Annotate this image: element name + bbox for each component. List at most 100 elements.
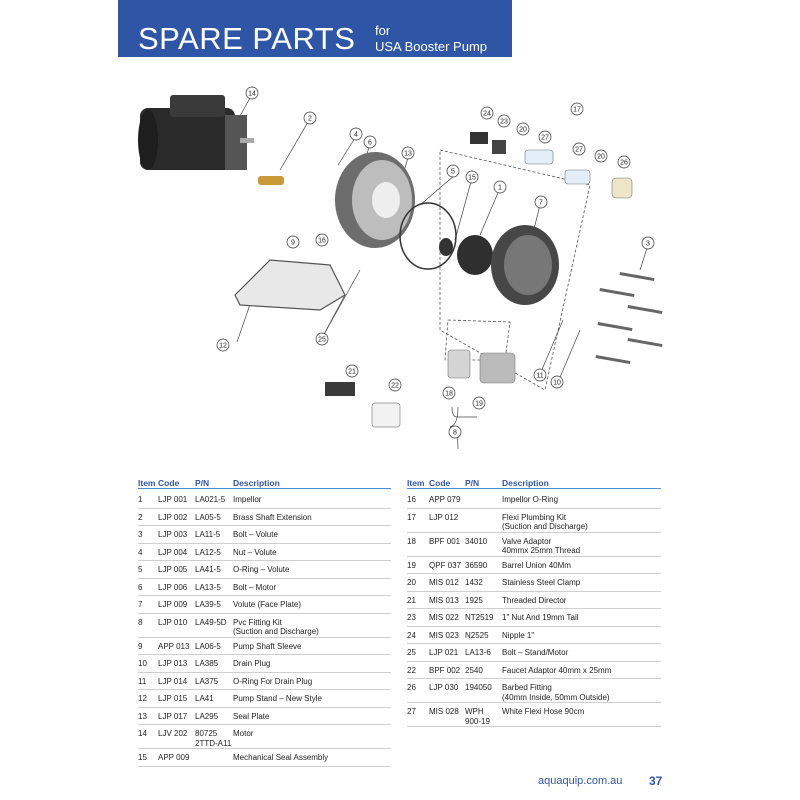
table-header: Item Code P/N Description — [407, 474, 661, 488]
description-cell: Brass Shaft Extension — [233, 512, 312, 522]
exploded-parts-diagram: 14 2 4 6 13 24 23 20 17 27 27 20 26 5 15… — [138, 86, 663, 450]
code-cell: LJP 002 — [158, 512, 188, 522]
page-title: SPARE PARTS — [138, 21, 356, 56]
description-cell: Pump Stand – New Style — [233, 694, 322, 703]
description-cell: Barrel Union 40Mm — [502, 560, 571, 570]
description-cell: Nipple 1" — [502, 630, 535, 640]
code-cell: LJP 009 — [158, 600, 188, 609]
threaded-director-icon — [325, 382, 355, 396]
svg-text:18: 18 — [445, 391, 453, 398]
item-cell: 6 — [138, 582, 143, 592]
pn-cell: LA385 — [195, 659, 219, 668]
code-cell: MIS 023 — [429, 630, 459, 640]
item-cell: 23 — [407, 613, 416, 622]
code-cell: LJP 015 — [158, 694, 188, 703]
page-number: 37 — [649, 774, 663, 788]
pn-cell: LA375 — [195, 676, 219, 686]
code-cell: APP 013 — [158, 641, 190, 651]
item-cell: 8 — [138, 617, 143, 627]
item-cell: 13 — [138, 711, 147, 721]
description-cell: Impellor — [233, 495, 262, 504]
bolts-icon — [595, 271, 663, 365]
code-cell: LJV 202 — [158, 729, 188, 738]
svg-text:1: 1 — [498, 185, 502, 192]
brass-shaft-icon — [258, 176, 284, 185]
code-cell: LJP 003 — [158, 530, 188, 539]
code-cell: LJP 001 — [158, 495, 188, 504]
description-cell: Bolt – Volute — [233, 530, 278, 539]
table-header: Item Code P/N Description — [138, 474, 391, 488]
code-cell: LJP 014 — [158, 676, 188, 686]
item-cell: 24 — [407, 630, 416, 640]
svg-text:3: 3 — [646, 241, 650, 248]
header-pn: P/N — [465, 478, 480, 488]
item-cell: 3 — [138, 530, 143, 539]
item-cell: 1 — [138, 495, 143, 504]
svg-text:2: 2 — [308, 116, 312, 123]
item-cell: 10 — [138, 659, 147, 668]
flexi-kit-icon — [470, 132, 633, 199]
pn-cell: 194050 — [465, 683, 492, 692]
item-cell: 16 — [407, 495, 416, 504]
header-pn: P/N — [195, 478, 210, 488]
svg-text:7: 7 — [539, 200, 543, 207]
description-cell: O-Ring – Volute — [233, 565, 290, 574]
table-row: 24 MIS 023 N2525 Nipple 1" — [407, 627, 661, 644]
svg-text:14: 14 — [248, 91, 256, 98]
item-cell: 21 — [407, 595, 416, 605]
description-cell: Motor — [233, 729, 254, 738]
footer-url: aquaquip.com.au — [538, 775, 623, 787]
pn-cell: 34010 — [465, 536, 488, 546]
item-cell: 12 — [138, 694, 147, 703]
description-cell: Nut – Volute — [233, 547, 277, 557]
description-cell: Bolt – Stand/Motor — [502, 648, 569, 657]
item-cell: 20 — [407, 578, 416, 587]
pn-cell: LA11-5 — [195, 530, 221, 539]
svg-text:17: 17 — [573, 107, 581, 114]
pn-cell: 80725 2TTD-A11 — [195, 729, 232, 748]
code-cell: APP 009 — [158, 753, 190, 762]
svg-text:15: 15 — [468, 175, 476, 182]
item-cell: 25 — [407, 648, 416, 657]
description-cell: Pump Shaft Sleeve — [233, 641, 302, 651]
pn-cell: 2540 — [465, 665, 483, 675]
svg-text:27: 27 — [541, 135, 549, 142]
svg-text:22: 22 — [391, 383, 399, 390]
header-item: Item — [138, 478, 156, 488]
pn-cell: WPH 900-19 — [465, 707, 490, 726]
impellor-icon — [457, 235, 493, 275]
pn-cell: 1432 — [465, 578, 483, 587]
item-cell: 19 — [407, 560, 416, 570]
description-cell: Mechanical Seal Assembly — [233, 753, 329, 762]
header-description: Description — [502, 478, 549, 488]
svg-text:16: 16 — [318, 238, 326, 245]
pn-cell: LA06-5 — [195, 641, 221, 651]
item-cell: 14 — [138, 729, 147, 738]
svg-text:27: 27 — [575, 147, 583, 154]
pvc-fittings-icon — [447, 349, 516, 384]
pn-cell: N2525 — [465, 630, 489, 640]
description-cell: Pvc Fitting Kit (Suction and Discharge) — [233, 617, 319, 637]
description-cell: White Flexi Hose 90cm — [502, 707, 585, 716]
header-description: Description — [233, 478, 280, 488]
page-subtitle-for: for — [375, 23, 391, 38]
svg-text:9: 9 — [291, 240, 295, 247]
seal-plate-icon — [335, 152, 415, 248]
